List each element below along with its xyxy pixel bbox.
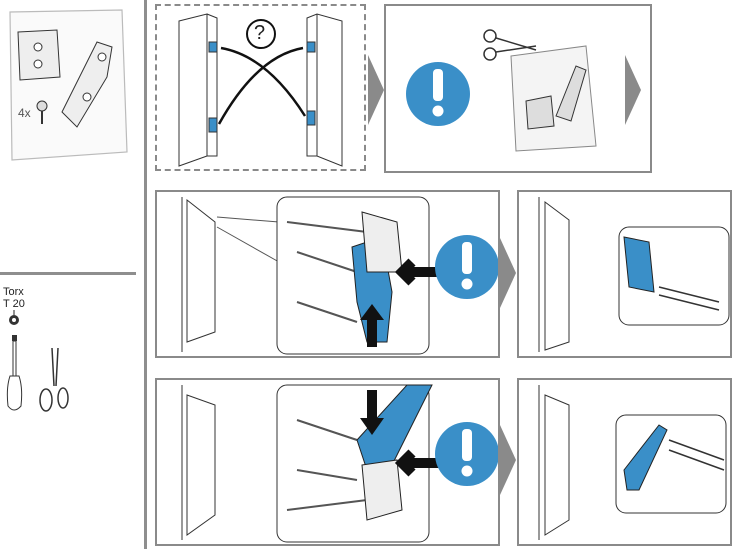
screwdriver-icon — [6, 335, 23, 411]
chevron-right-icon — [500, 238, 516, 308]
chevron-right-icon — [368, 55, 384, 125]
hinge-icon — [351, 211, 403, 343]
scissors-icon — [39, 347, 69, 412]
step-screw-lower-hinge-panel — [517, 378, 732, 546]
step-attach-lower-hinge-panel — [155, 378, 500, 546]
parts-bag-illustration — [2, 2, 132, 167]
step-remove-upper-hinge-panel — [155, 190, 500, 358]
step-open-bag-panel — [384, 4, 652, 173]
warning-icon — [435, 422, 498, 486]
tool-label-size: T 20 — [3, 298, 25, 310]
step-door-swap-panel: ? — [155, 4, 366, 171]
chevron-right-icon — [500, 425, 516, 495]
tools-illustration — [0, 308, 80, 418]
arrow-icon — [217, 46, 307, 125]
scissors-icon — [483, 29, 537, 61]
step-unscrew-upper-hinge-panel — [517, 190, 732, 358]
question-mark: ? — [254, 22, 266, 44]
quantity-label: 4x — [18, 106, 31, 120]
chevron-right-icon — [625, 55, 641, 125]
hinge-icon — [356, 384, 433, 521]
warning-icon — [435, 235, 498, 299]
screw-icon — [36, 100, 48, 124]
torx-bit-icon — [9, 310, 19, 325]
vertical-divider — [144, 0, 147, 549]
left-divider — [0, 272, 136, 275]
tool-label-torx: Torx — [3, 286, 24, 298]
warning-icon — [406, 62, 470, 126]
